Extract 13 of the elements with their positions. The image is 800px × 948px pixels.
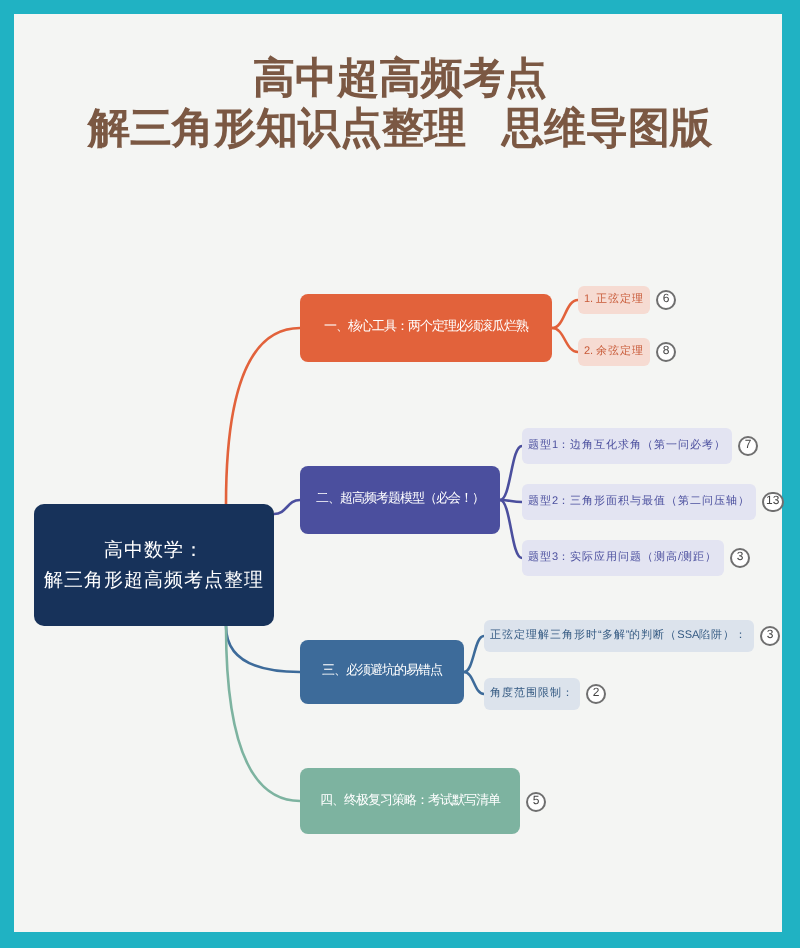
root-topic-box: 高中数学：解三角形超高频考点整理 <box>34 504 274 626</box>
connector-line <box>463 634 485 674</box>
title: 高中超高频考点解三角形知识点整理 思维导图版 <box>85 54 715 154</box>
connector-line <box>224 326 301 505</box>
connector-line <box>224 625 301 803</box>
connector-line <box>224 625 301 674</box>
connector-line <box>551 326 579 354</box>
connector-line <box>463 670 485 696</box>
connector-line <box>273 498 301 516</box>
connector-line <box>499 498 523 560</box>
connector-line <box>499 444 523 502</box>
connector-line <box>551 298 579 330</box>
connector-line <box>499 498 523 504</box>
